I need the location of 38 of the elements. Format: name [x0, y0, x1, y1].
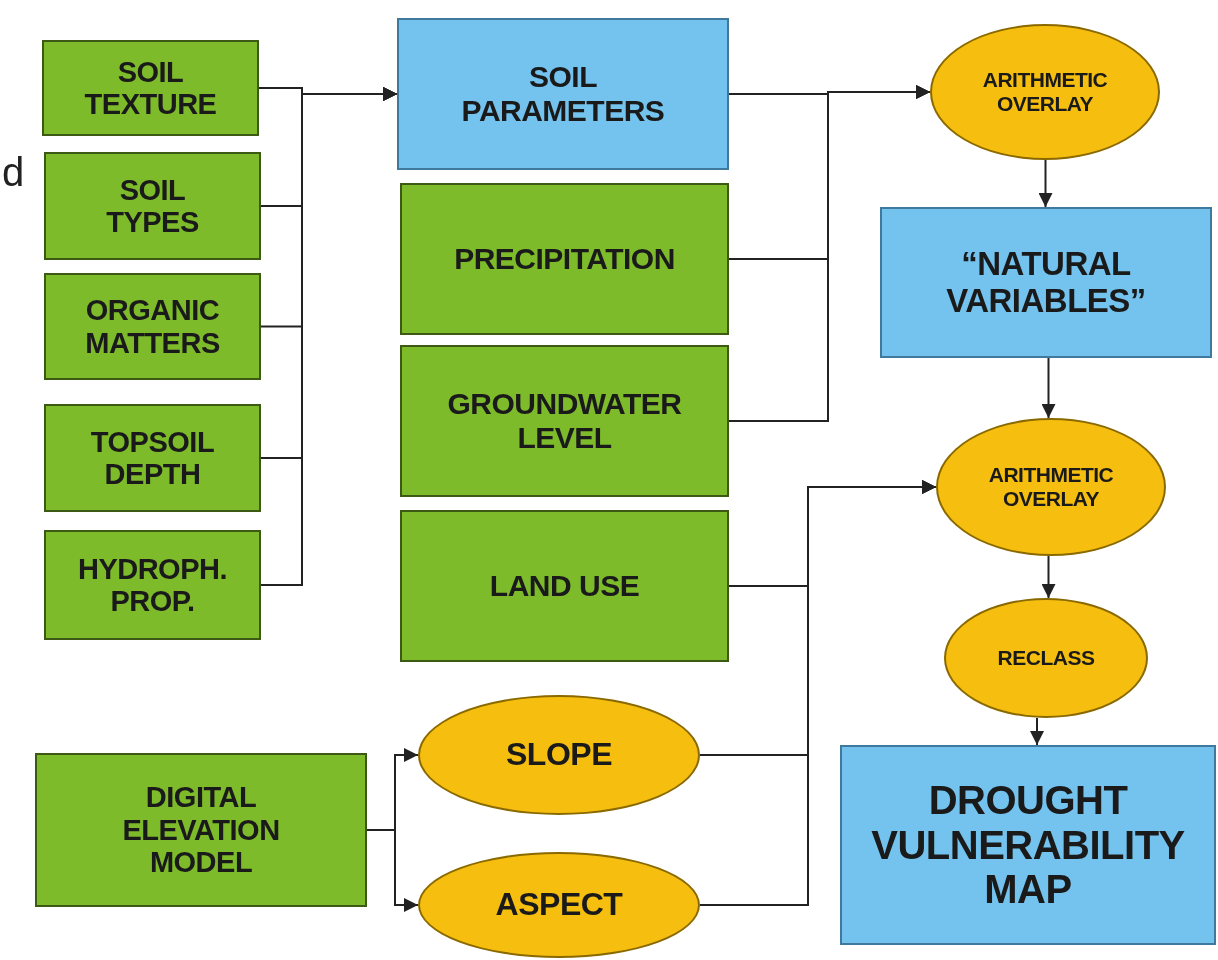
arrow [728, 85, 931, 422]
node-label: SOIL TYPES [105, 173, 200, 239]
node-label: LAND USE [489, 569, 640, 603]
node-label: ASPECT [495, 887, 623, 923]
arrow [260, 87, 398, 586]
node-label: RECLASS [997, 646, 1095, 670]
arrow [1041, 555, 1056, 599]
node-label: DIGITAL ELEVATION MODEL [121, 781, 281, 879]
process-box [880, 207, 1212, 358]
process-box [400, 345, 729, 497]
node-label: TOPSOIL DEPTH [89, 425, 216, 491]
node-label: SOIL TEXTURE [83, 55, 218, 121]
node-label: ARITHMETIC OVERLAY [981, 68, 1109, 116]
arrow [699, 480, 937, 906]
process-box [400, 183, 729, 335]
node-label: HYDROPH. PROP. [76, 552, 229, 618]
process-box [44, 152, 261, 260]
arrow [1038, 159, 1053, 208]
process-box [840, 745, 1216, 945]
process-box [44, 273, 261, 380]
node-label: DROUGHT VULNERABILITY MAP [870, 777, 1186, 913]
node-label: SOIL PARAMETERS [460, 60, 666, 128]
node-label: GROUNDWATER LEVEL [446, 387, 683, 455]
process-box [400, 510, 729, 662]
arrow [366, 829, 419, 912]
process-box [397, 18, 729, 170]
node-label: “NATURAL VARIABLES” [945, 245, 1147, 320]
process-box [44, 530, 261, 640]
arrow [1041, 357, 1056, 419]
node-label: SLOPE [506, 737, 612, 773]
node-label: ARITHMETIC OVERLAY [987, 463, 1115, 511]
process-box [35, 753, 367, 907]
node-label: ORGANIC MATTERS [84, 294, 221, 359]
text-fragment: d [2, 150, 25, 195]
node-label: PRECIPITATION [454, 242, 675, 276]
arrow [1030, 717, 1044, 746]
process-box [44, 404, 261, 512]
process-box [42, 40, 259, 136]
